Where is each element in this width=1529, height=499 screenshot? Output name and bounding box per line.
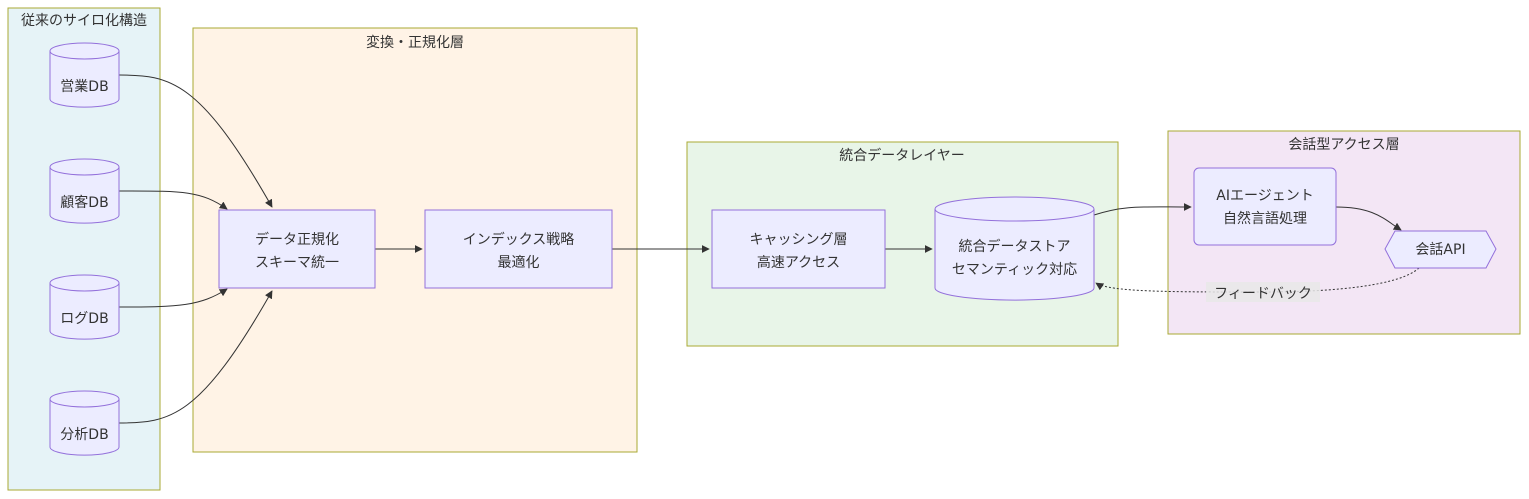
edge-analytics-to-normalize xyxy=(118,290,273,424)
edges xyxy=(118,74,1420,424)
edge-api-to-store-feedback xyxy=(1095,267,1420,293)
subgraph-conversational-title: 会話型アクセス層 xyxy=(1288,136,1399,153)
node-normalize-line1: データ正規化 xyxy=(255,231,339,248)
node-normalize[interactable]: データ正規化 スキーマ統一 xyxy=(218,209,376,289)
node-index-line2: 最適化 xyxy=(498,254,540,271)
node-sales-db-label: 営業DB xyxy=(60,79,108,95)
node-customer-db-label: 顧客DB xyxy=(60,194,108,211)
node-store-line1: 統合データストア xyxy=(959,238,1071,255)
edge-label-feedback: フィードバック xyxy=(1206,282,1320,302)
node-api[interactable]: 会話API xyxy=(1384,230,1497,269)
edge-sales-to-normalize xyxy=(118,74,273,208)
edge-agent-to-api xyxy=(1335,206,1402,231)
edge-label-feedback-text: フィードバック xyxy=(1214,286,1312,302)
node-sales-db[interactable]: 営業DB xyxy=(49,42,120,108)
edge-customer-to-normalize xyxy=(118,190,228,210)
subgraph-unified-title: 統合データレイヤー xyxy=(839,147,965,164)
node-api-label: 会話API xyxy=(1415,241,1465,258)
subgraph-legacy-title: 従来のサイロ化構造 xyxy=(21,13,147,29)
node-cache-line2: 高速アクセス xyxy=(757,254,840,271)
node-store-line2: セマンティック対応 xyxy=(952,262,1077,278)
node-index-line1: インデックス戦略 xyxy=(463,231,575,248)
node-log-db-label: ログDB xyxy=(60,311,108,327)
node-cache[interactable]: キャッシング層 高速アクセス xyxy=(711,209,886,289)
node-index[interactable]: インデックス戦略 最適化 xyxy=(424,209,613,289)
node-agent-line1: AIエージェント xyxy=(1216,188,1313,204)
node-store[interactable]: 統合データストア セマンティック対応 xyxy=(934,196,1095,301)
subgraph-transform-title: 変換・正規化層 xyxy=(366,34,464,51)
node-analytics-db[interactable]: 分析DB xyxy=(49,390,120,456)
node-customer-db[interactable]: 顧客DB xyxy=(49,158,120,224)
node-cache-line1: キャッシング層 xyxy=(750,232,848,248)
node-agent[interactable]: AIエージェント 自然言語処理 xyxy=(1193,167,1337,246)
edge-log-to-normalize xyxy=(118,288,228,308)
node-normalize-line2: スキーマ統一 xyxy=(255,255,339,271)
node-agent-line2: 自然言語処理 xyxy=(1223,210,1307,227)
node-analytics-db-label: 分析DB xyxy=(60,427,108,443)
edge-store-to-agent xyxy=(1093,202,1192,216)
node-log-db[interactable]: ログDB xyxy=(49,274,120,340)
